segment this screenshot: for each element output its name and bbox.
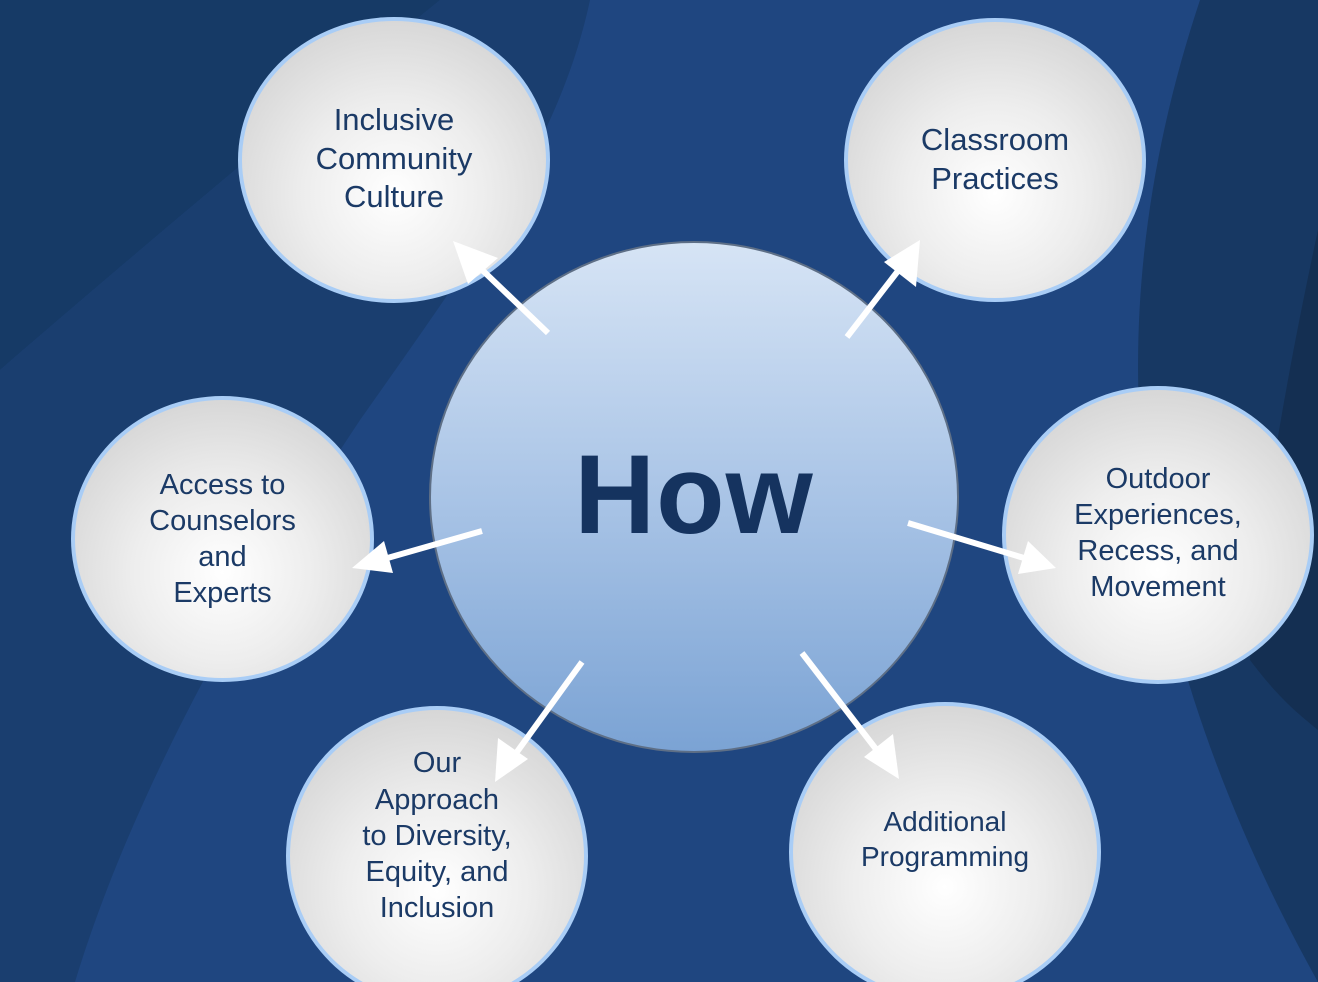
node-additional-programming: Additional Programming [789,702,1101,982]
node-access-to-counselors: Access to Counselors and Experts [71,396,374,682]
node-outdoor-experiences: Outdoor Experiences, Recess, and Movemen… [1002,386,1314,684]
hub-label: How [574,431,814,557]
node-label: Classroom Practices [920,122,1070,196]
node-diversity-equity-inclusion: Our Approach to Diversity, Equity, and I… [286,706,588,982]
node-label: Access to Counselors and Experts [149,468,296,610]
node-label: Outdoor Experiences, Recess, and Movemen… [1074,462,1242,604]
node-label: Our Approach to Diversity, Equity, and I… [362,747,512,925]
node-label: Inclusive Community Culture [315,101,473,215]
node-classroom-practices: Classroom Practices [844,18,1146,302]
node-label: Additional Programming [860,806,1030,872]
node-inclusive-community-culture: Inclusive Community Culture [238,17,550,303]
hub-circle: How [429,241,959,753]
